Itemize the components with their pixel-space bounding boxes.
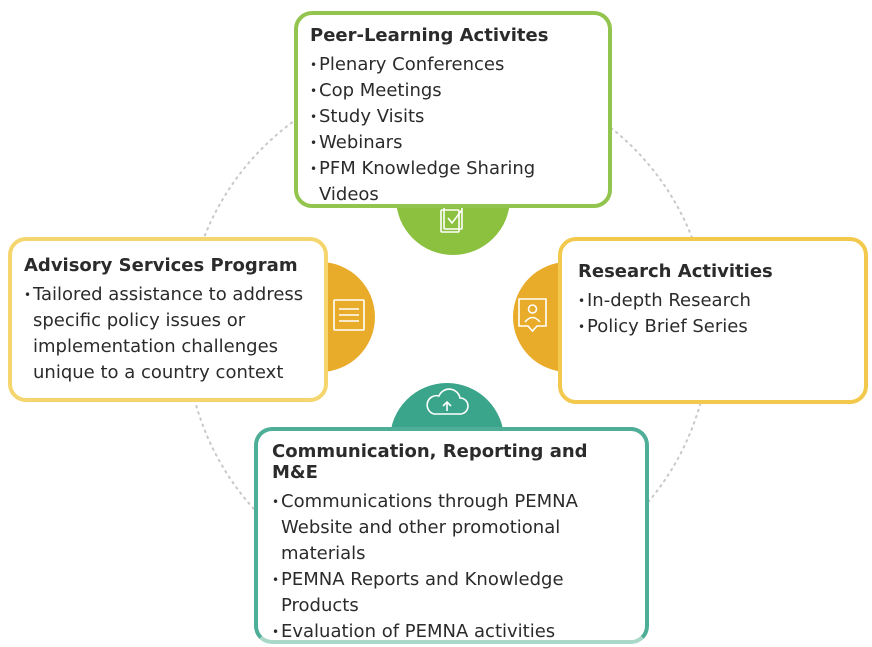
advisory-services-title: Advisory Services Program (24, 255, 298, 276)
list-item: PFM Knowledge Sharing Videos (310, 156, 596, 208)
list-item: Cop Meetings (310, 78, 596, 104)
list-item: PEMNA Reports and Knowledge Products (272, 567, 633, 619)
advisory-services-list: Tailored assistance to address specific … (24, 282, 312, 386)
comm-connector-tab (390, 383, 504, 440)
communication-box: Communication, Reporting and M&E Communi… (254, 427, 649, 645)
list-item: In-depth Research (578, 288, 848, 314)
communication-title: Communication, Reporting and M&E (272, 441, 588, 483)
advisory-services-box: Advisory Services Program Tailored assis… (8, 237, 328, 402)
cloud-upload-icon (426, 388, 469, 415)
peer-learning-title: Peer-Learning Activites (310, 25, 549, 46)
list-item: Evaluation of PEMNA activities (272, 619, 633, 645)
advisory-connector-tab (320, 262, 375, 372)
document-icon (333, 299, 365, 331)
list-item: Webinars (310, 130, 596, 156)
peer-learning-box: Peer-Learning Activites Plenary Conferen… (294, 11, 612, 208)
communication-list: Communications through PEMNA Website and… (272, 489, 633, 645)
list-item: Plenary Conferences (310, 52, 596, 78)
list-item: Tailored assistance to address specific … (24, 282, 312, 386)
list-item: Policy Brief Series (578, 314, 848, 340)
peer-connector-tab (396, 198, 510, 255)
research-activities-title: Research Activities (578, 261, 773, 282)
person-speech-icon (518, 298, 547, 333)
checklist-icon (440, 206, 463, 233)
list-item: Study Visits (310, 104, 596, 130)
research-activities-list: In-depth Research Policy Brief Series (578, 288, 848, 340)
research-activities-box: Research Activities In-depth Research Po… (558, 237, 868, 404)
peer-learning-list: Plenary Conferences Cop Meetings Study V… (310, 52, 596, 208)
research-connector-tab (513, 262, 568, 372)
list-item: Communications through PEMNA Website and… (272, 489, 633, 567)
